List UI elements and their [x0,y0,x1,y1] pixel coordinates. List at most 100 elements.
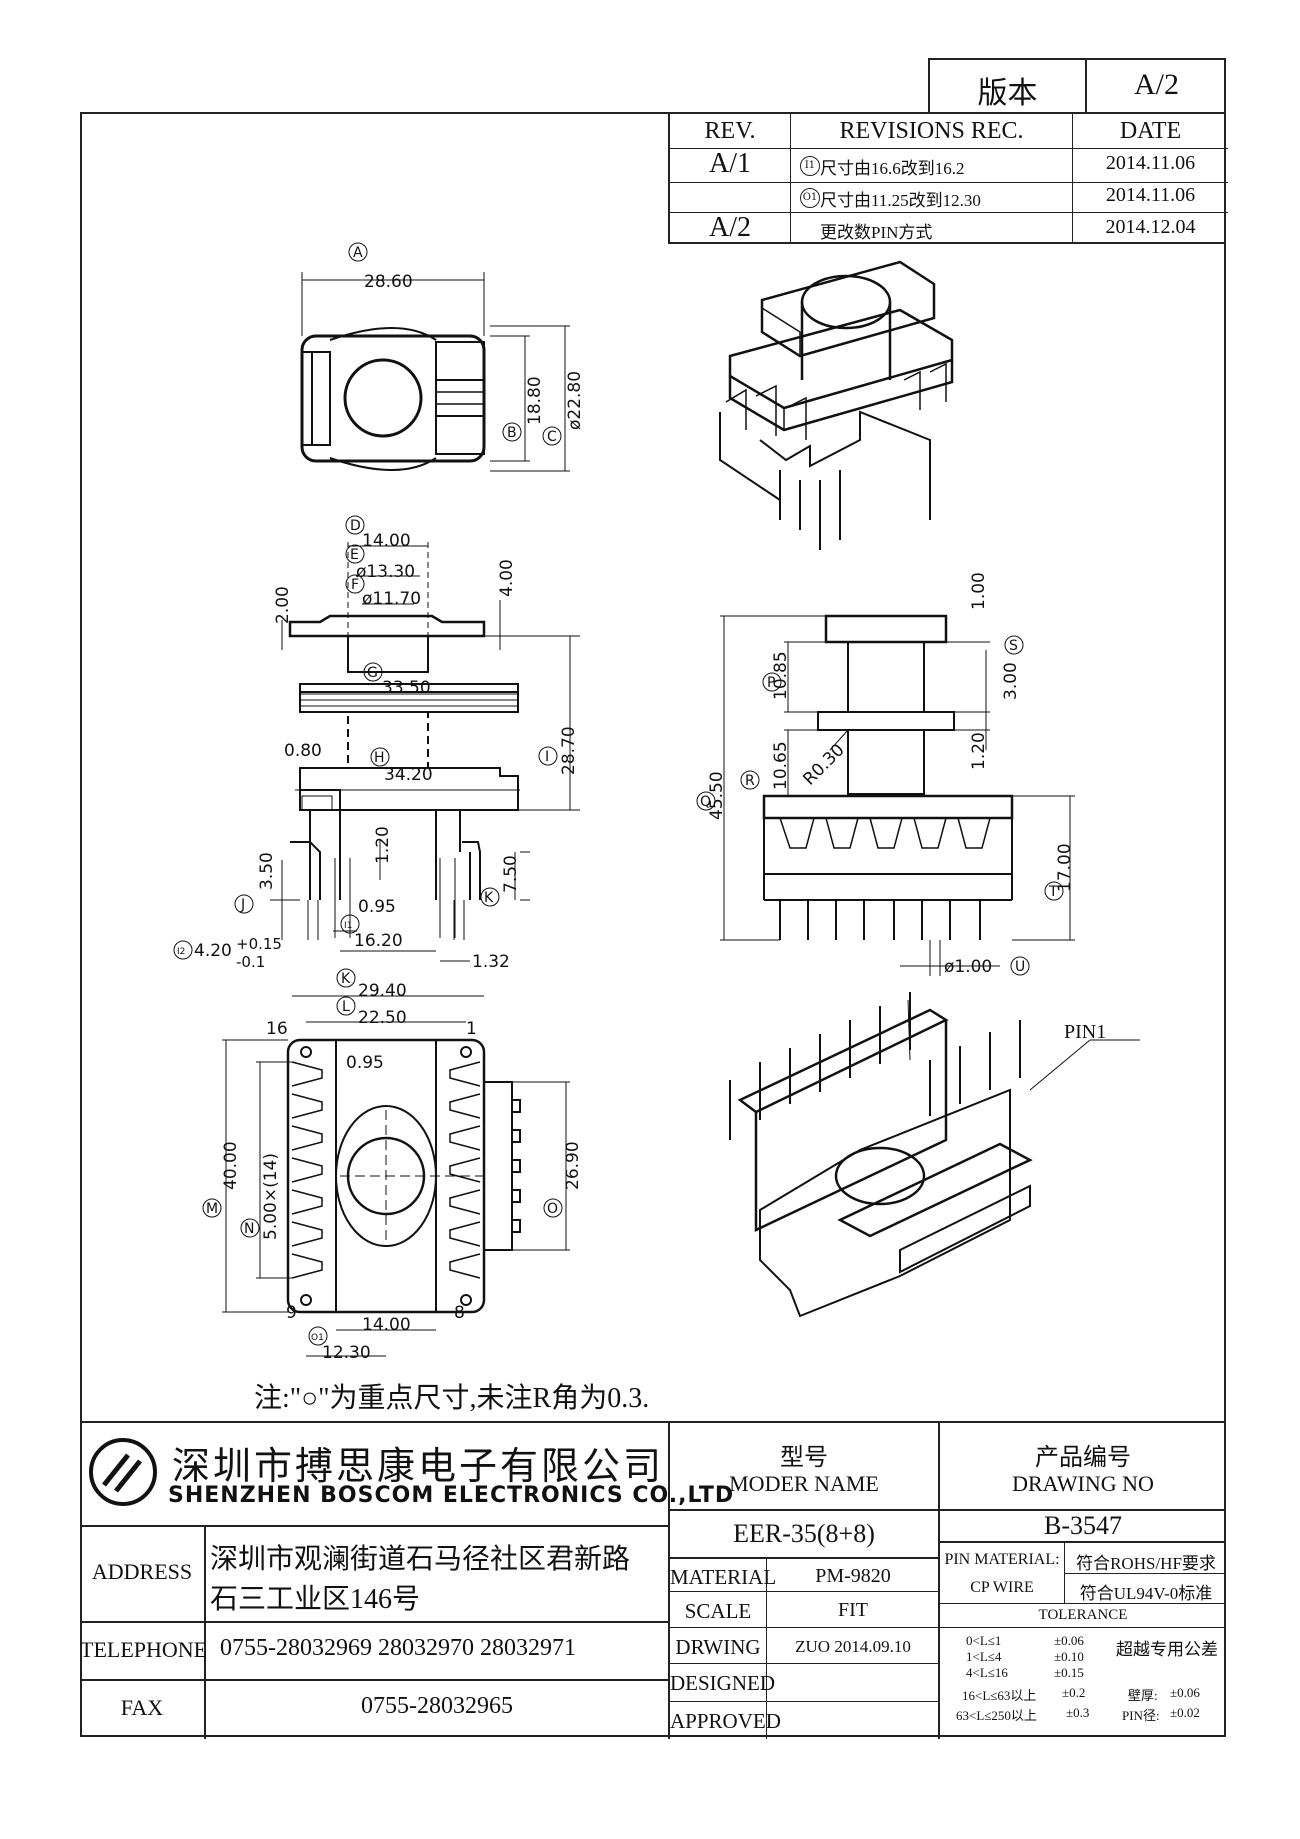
dim-R: 10.65 [771,741,791,790]
bottom-view: K L M N O O1 29.40 22.50 40.00 5.00×(14)… [202,968,583,1363]
pin-1-label: 1 [466,1019,477,1039]
date-header: DATE [1119,118,1182,144]
version-box: 版本 A/2 [928,58,1226,114]
front-view: D E F G H I J K I1 I2 14.00 ø13.30 ø11.7… [173,515,580,972]
svg-text:I2: I2 [177,947,185,957]
drwing-label: DRWING [675,1635,761,1659]
pin-diameter-label: PIN径: [1122,1708,1160,1723]
rohs-compliance: 符合ROHS/HF要求 [1076,1554,1216,1573]
side-view: P Q R S T U 10.85 45.50 10.65 3.00 17.00… [696,572,1075,977]
dim-bottom-L: 22.50 [358,1008,407,1028]
dim-400: 4.00 [497,559,517,597]
model-label-cn: 型号 [780,1445,828,1471]
dim-side-120: 1.20 [969,732,989,770]
svg-text:C: C [547,429,557,445]
dim-T: 17.00 [1055,843,1075,892]
dim-D: 14.00 [362,531,411,551]
dim-Q: 45.50 [707,771,727,820]
tolerance-label: TOLERANCE [1038,1607,1128,1623]
tol-range-3: 4<L≤16 [966,1665,1008,1680]
rev-row-2-date: 2014.11.06 [1105,184,1196,206]
wall-thickness-label: 壁厚: [1128,1688,1158,1703]
pin-material-value: CP WIRE [970,1579,1034,1596]
rev-row-1-text: 尺寸由16.6改到16.2 [820,159,965,178]
designed-label: DESIGNED [670,1671,775,1695]
telephone-label: TELEPHONE [80,1637,208,1662]
dim-J: 3.50 [257,852,277,890]
dim-I2-plus: +0.15 [236,935,282,953]
dim-bottom-O: 26.90 [563,1141,583,1190]
drawing-frame [80,112,1226,1737]
svg-text:B: B [507,425,517,441]
dim-bottom-O1: 12.30 [322,1343,371,1363]
drawing-no-label-en: DRAWING NO [1012,1471,1154,1496]
dim-F: ø11.70 [362,589,421,609]
dim-E: ø13.30 [356,562,415,582]
dim-bottom-K: 29.40 [358,981,407,1001]
top-view: A B C 28.60 18.80 ø22.80 [300,242,585,472]
dim-200: 2.00 [273,586,293,624]
dim-K: 7.50 [501,855,521,893]
rev-row-2-text: 尺寸由11.25改到12.30 [820,191,981,210]
dim-095: 0.95 [358,897,396,917]
rev-rec-header: REVISIONS REC. [839,118,1024,144]
tol-value-3: ±0.15 [1054,1665,1084,1680]
drawing-no-label-cn: 产品编号 [1035,1445,1131,1471]
version-label: 版本 [977,77,1038,110]
approved-label: APPROVED [670,1709,781,1733]
tol-range-5: 63<L≤250以上 [956,1708,1037,1723]
svg-text:O1: O1 [311,1333,324,1343]
svg-text:Q: Q [700,794,711,810]
svg-text:I: I [545,749,549,765]
dim-I2-base: 4.20 [194,941,232,961]
svg-text:M: M [206,1201,218,1217]
svg-text:K: K [484,890,494,906]
svg-text:T: T [1048,884,1058,900]
fax-label: FAX [120,1695,164,1720]
dim-G: 33.50 [382,678,431,698]
pin-9-label: 9 [286,1303,297,1323]
tol-value-2: ±0.10 [1054,1649,1084,1664]
company-name-cn: 深圳市搏思康电子有限公司 [172,1446,665,1488]
drawing-views: A B C 28.60 18.80 ø22.80 [173,242,1140,1363]
dim-H: 34.20 [384,765,433,785]
svg-text:L: L [342,999,350,1015]
tol-range-2: 1<L≤4 [966,1649,1002,1664]
pin1-callout: PIN1 [1064,1021,1106,1043]
drawing-no-value: B-3547 [1044,1511,1122,1540]
dim-U: ø1.00 [944,957,992,977]
pin-16-label: 16 [266,1019,288,1039]
special-tolerance-label: 超越专用公差 [1116,1640,1218,1659]
model-value: EER-35(8+8) [733,1519,875,1548]
version-value: A/2 [1134,68,1179,101]
dim-120: 1.20 [373,826,393,864]
dim-side-100: 1.00 [969,572,989,610]
rev-row-1-rev: A/1 [709,148,751,179]
svg-text:O: O [547,1201,558,1217]
scale-label: SCALE [684,1599,752,1623]
rev-row-1-date: 2014.11.06 [1105,152,1196,174]
tol-range-4: 16<L≤63以上 [962,1688,1037,1703]
iso-view-top [719,260,954,550]
dim-I1: 16.20 [354,931,403,951]
pin-8-label: 8 [454,1303,465,1323]
svg-text:J: J [240,897,245,913]
rev-row-3-date: 2014.12.04 [1105,216,1196,238]
dim-I: 28.70 [559,726,579,775]
pin-material-label: PIN MATERIAL: [944,1551,1060,1568]
tol-value-4: ±0.2 [1062,1685,1086,1700]
dim-I2-minus: -0.1 [236,953,265,971]
svg-text:K: K [341,971,351,987]
company-name-en: SHENZHEN BOSCOM ELECTRONICS CO.,LTD [168,1483,735,1508]
fax-value: 0755-28032965 [361,1693,513,1719]
wall-thickness-value: ±0.06 [1170,1685,1200,1700]
dim-P: 10.85 [771,651,791,700]
company-logo-icon [89,1438,157,1506]
tol-value-5: ±0.3 [1066,1705,1090,1720]
svg-text:P: P [767,675,775,691]
svg-text:N: N [244,1221,254,1237]
rev-header: REV. [704,118,756,144]
dim-A: 28.60 [364,272,413,292]
svg-text:H: H [374,750,385,766]
dim-bottom-095: 0.95 [346,1053,384,1073]
